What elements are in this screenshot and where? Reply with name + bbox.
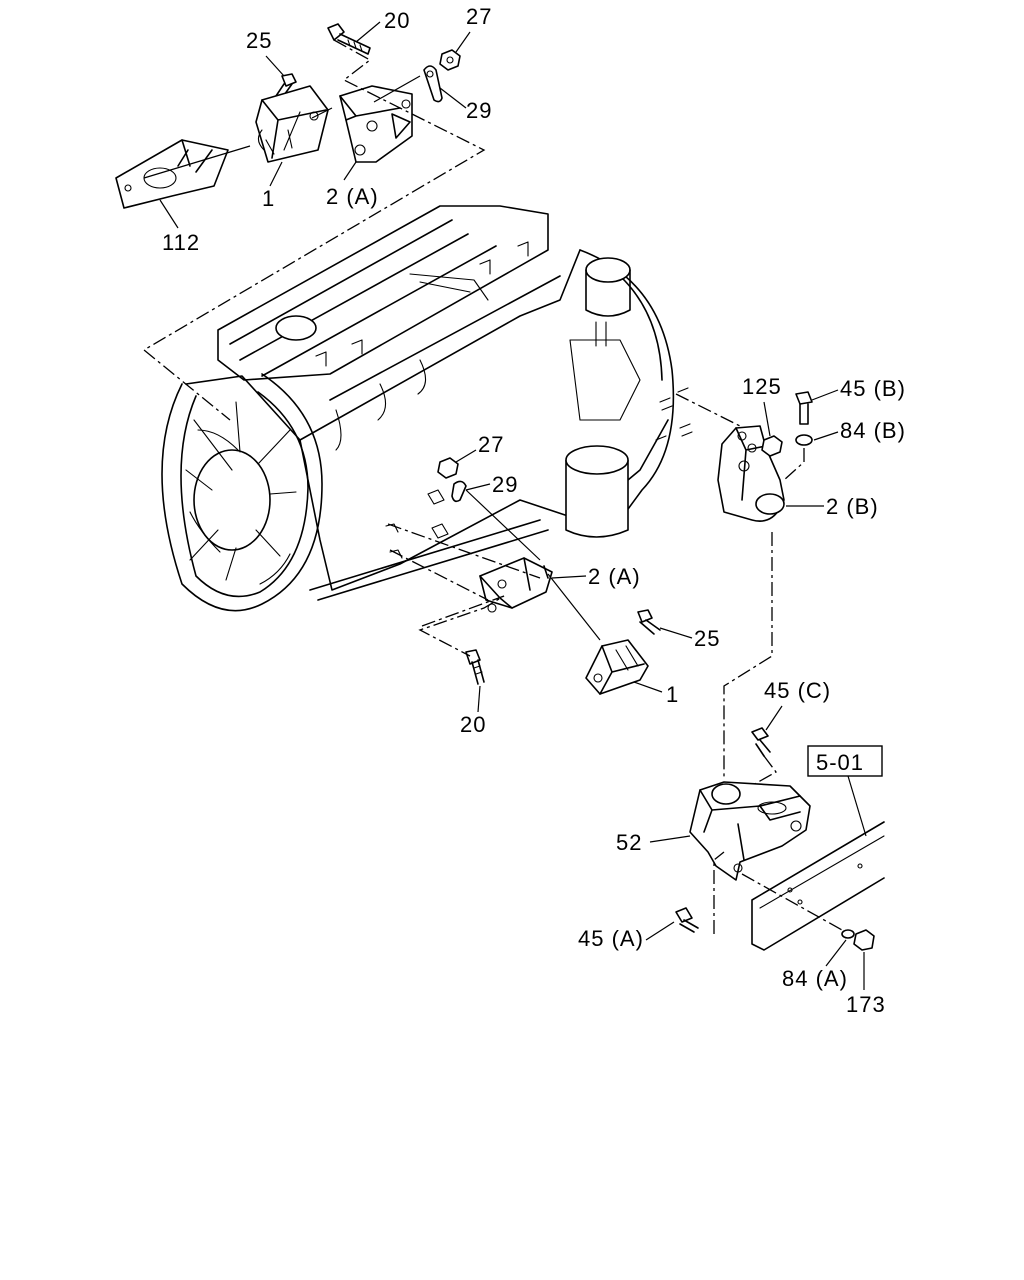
bracket-2a-top	[339, 85, 413, 163]
label-mid-29: 29	[492, 472, 518, 497]
engine-block	[185, 205, 693, 601]
lower-callouts: 45 (C) 5-01 52 45 (A) 84 (A) 173	[578, 678, 886, 1017]
label-mid-1: 1	[666, 682, 679, 707]
label-mid-25: 25	[694, 626, 720, 651]
clip-29-mid	[451, 480, 467, 503]
label-low-173: 173	[846, 992, 886, 1017]
bolt-45c	[751, 727, 771, 757]
mid-mount-assembly	[387, 457, 661, 695]
label-mid-45b: 45 (B)	[840, 376, 906, 401]
label-low-45c: 45 (C)	[764, 678, 831, 703]
bracket-2a-mid	[479, 557, 553, 613]
lower-mount-assembly	[675, 727, 885, 951]
oil-filter-lower	[565, 445, 629, 538]
label-low-84a: 84 (A)	[782, 966, 848, 991]
bolt-45a	[675, 907, 699, 933]
label-mid-2a: 2 (A)	[588, 564, 641, 589]
plate-112	[115, 139, 229, 209]
top-mount-assembly	[115, 23, 486, 421]
nut-173	[853, 929, 875, 951]
rear-callouts: 125 45 (B) 84 (B) 2 (B)	[742, 374, 906, 519]
rear-mount-bracket	[675, 391, 813, 780]
nut-27-top	[439, 49, 461, 71]
label-mid-27: 27	[478, 432, 504, 457]
label-mid-84b: 84 (B)	[840, 418, 906, 443]
oil-filter-upper	[585, 257, 631, 317]
nut-125	[761, 435, 783, 457]
insulator-1-mid	[585, 639, 649, 695]
label-top-27: 27	[466, 4, 492, 29]
nut-27-mid	[437, 457, 459, 479]
label-mid-20: 20	[460, 712, 486, 737]
label-low-45a: 45 (A)	[578, 926, 644, 951]
bolt-25-mid	[637, 609, 661, 635]
label-mid-2b: 2 (B)	[826, 494, 879, 519]
label-low-52: 52	[616, 830, 642, 855]
reference-box-5-01	[807, 745, 883, 777]
mid-callouts: 27 29 2 (A) 25 1 20	[455, 432, 720, 737]
bolt-20-top	[327, 23, 371, 55]
label-top-25: 25	[246, 28, 272, 53]
label-mid-125: 125	[742, 374, 782, 399]
washer-84b	[795, 434, 813, 446]
clip-29-top	[423, 65, 443, 103]
label-top-20: 20	[384, 8, 410, 33]
bolt-45b	[795, 391, 813, 425]
label-top-2a: 2 (A)	[326, 184, 379, 209]
label-top-29: 29	[466, 98, 492, 123]
insulator-1-top	[255, 85, 329, 163]
cooling-fan	[161, 373, 323, 612]
bolt-20-mid	[465, 649, 485, 685]
top-callouts: 20 27 25 29 1 2 (A) 112	[159, 4, 492, 255]
washer-84a	[841, 929, 855, 939]
label-low-ref: 5-01	[816, 750, 864, 775]
bolt-25-top	[275, 73, 297, 99]
mount-52	[689, 781, 811, 881]
label-top-1: 1	[262, 186, 275, 211]
label-top-112: 112	[162, 230, 200, 255]
